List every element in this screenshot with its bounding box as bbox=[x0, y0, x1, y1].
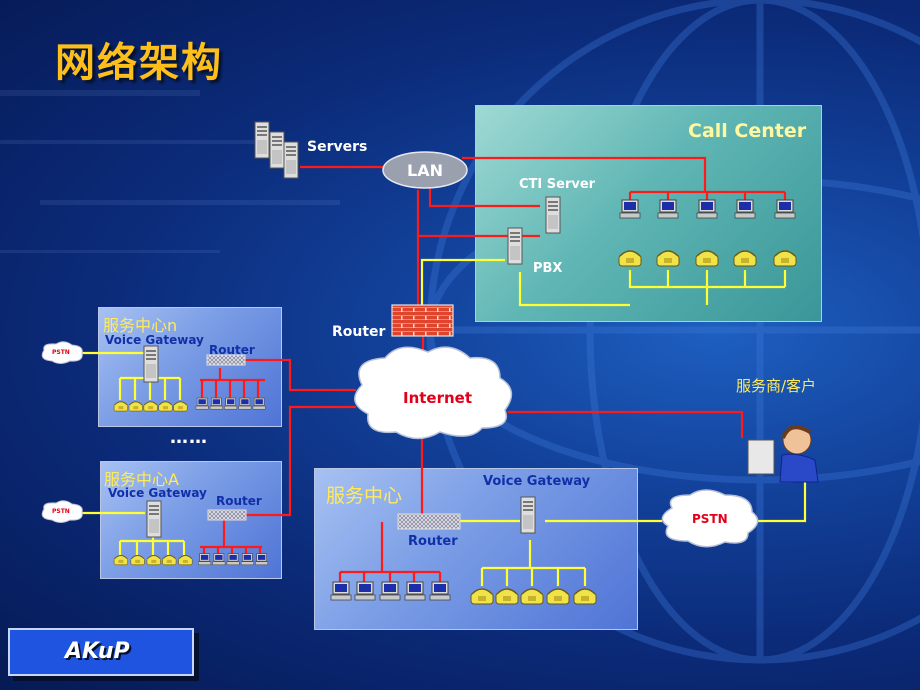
call-center-title: Call Center bbox=[688, 120, 807, 142]
gateway-n bbox=[143, 345, 159, 383]
page-title: 网络架构 bbox=[55, 40, 223, 86]
ellipsis: …… bbox=[170, 427, 208, 448]
center-a-router-label: Router bbox=[216, 494, 262, 508]
main-pc-5 bbox=[429, 581, 451, 601]
main-pc-3 bbox=[379, 581, 401, 601]
main-pc-2 bbox=[354, 581, 376, 601]
center-main-router-label: Router bbox=[408, 534, 458, 549]
main-phone-5 bbox=[573, 588, 597, 605]
router-label: Router bbox=[332, 324, 386, 340]
logo-text: AKuP bbox=[65, 639, 130, 664]
center-a-gateway-label: Voice Gateway bbox=[108, 486, 207, 500]
router-n bbox=[206, 354, 246, 366]
center-n-router-label: Router bbox=[209, 343, 255, 357]
main-phone-4 bbox=[546, 588, 570, 605]
cc-phone-2 bbox=[656, 250, 680, 267]
main-pc-4 bbox=[404, 581, 426, 601]
main-phone-1 bbox=[470, 588, 494, 605]
cti-server-label: CTI Server bbox=[519, 177, 596, 192]
internet-cloud bbox=[354, 346, 513, 440]
lan-label: LAN bbox=[407, 161, 443, 180]
pstn-cloud-n bbox=[41, 341, 83, 364]
server-1 bbox=[254, 121, 270, 159]
center-main-gateway-label: Voice Gateway bbox=[483, 474, 591, 489]
gateway-a bbox=[146, 500, 162, 538]
server-3 bbox=[283, 141, 299, 179]
center-n-gateway-label: Voice Gateway bbox=[105, 333, 204, 347]
center-n-title: 服务中心n bbox=[103, 316, 178, 335]
center-main-title: 服务中心 bbox=[326, 485, 403, 507]
lan-node bbox=[382, 151, 468, 189]
pbx-server bbox=[507, 227, 523, 265]
cc-phone-1 bbox=[618, 250, 642, 267]
cc-pc-1 bbox=[619, 199, 641, 219]
router-a bbox=[207, 509, 247, 521]
pstn-label-main: PSTN bbox=[692, 512, 728, 526]
router-firewall bbox=[391, 304, 454, 337]
cc-phone-3 bbox=[695, 250, 719, 267]
main-pc-1 bbox=[330, 581, 352, 601]
main-phone-3 bbox=[520, 588, 544, 605]
akup-logo: AKuP bbox=[8, 628, 194, 676]
pbx-label: PBX bbox=[533, 261, 563, 276]
router-main bbox=[397, 513, 461, 530]
cc-pc-5 bbox=[774, 199, 796, 219]
pstn-label-n: PSTN bbox=[52, 349, 70, 356]
internet-label: Internet bbox=[403, 389, 473, 407]
pstn-cloud-a bbox=[41, 500, 83, 523]
customer-label: 服务商/客户 bbox=[736, 377, 817, 395]
pstn-label-a: PSTN bbox=[52, 508, 70, 515]
gateway-main bbox=[520, 496, 536, 534]
center-a-title: 服务中心A bbox=[104, 470, 179, 489]
call-center-panel bbox=[475, 105, 822, 322]
cc-pc-4 bbox=[734, 199, 756, 219]
server-2 bbox=[269, 131, 285, 169]
pstn-cloud-main bbox=[661, 489, 759, 548]
main-phone-2 bbox=[495, 588, 519, 605]
servers-label: Servers bbox=[307, 139, 368, 155]
cc-pc-2 bbox=[657, 199, 679, 219]
customer-agent bbox=[747, 425, 819, 483]
cti-server bbox=[545, 196, 561, 234]
cc-phone-4 bbox=[733, 250, 757, 267]
cc-pc-3 bbox=[696, 199, 718, 219]
cc-phone-5 bbox=[773, 250, 797, 267]
